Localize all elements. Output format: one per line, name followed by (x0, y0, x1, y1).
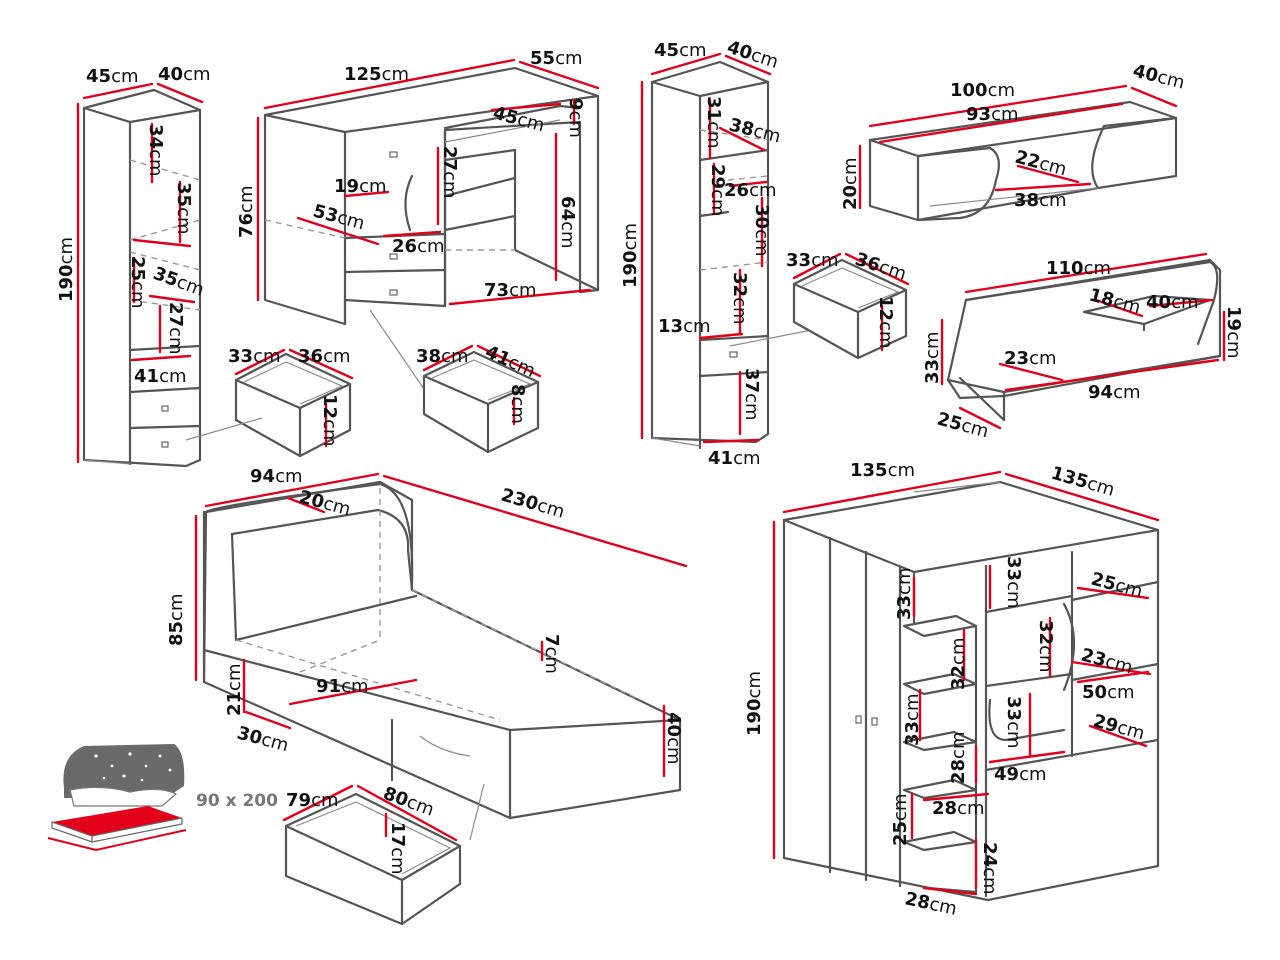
wardrobe-shelf-c3-label: 50cm (1082, 682, 1135, 703)
desk-niche-shelf-label: 26cm (392, 236, 445, 257)
drawer-1 (185, 348, 354, 458)
bookcase-2-shelf-2-label: 29cm (707, 164, 728, 217)
wardrobe-shelf-a7-label: 24cm (979, 842, 1000, 895)
wardrobe-shelf-b2-label: 32cm (1035, 620, 1056, 673)
bed-base-height-label: 21cm (224, 664, 245, 717)
wall-shelf-1-bottom-width-label: 38cm (1014, 190, 1067, 211)
bookcase-tall-depth-label: 40cm (158, 64, 211, 85)
desk-niche-height-label: 27cm (439, 146, 460, 199)
wardrobe-shelf-c4-label: 29cm (1091, 711, 1147, 745)
wardrobe-shelf-a8-label: 28cm (903, 888, 959, 919)
wall-shelf-2-side-height-label: 19cm (1223, 306, 1244, 359)
bed-inner-width-label: 91cm (316, 676, 369, 697)
wardrobe-shelf-c1-label: 25cm (1089, 569, 1145, 603)
wall-shelf-2-shelf-width-label: 94cm (1088, 382, 1141, 403)
drawer-4-width-label: 79cm (286, 790, 339, 811)
drawer-1-depth-label: 36cm (298, 346, 351, 367)
wall-shelf-2-height-label: 33cm (922, 332, 943, 385)
desk-knee-width-label: 73cm (484, 280, 537, 301)
corner-wardrobe (772, 470, 1160, 902)
wardrobe-shelf-c2-label: 23cm (1079, 645, 1135, 679)
wardrobe-shelf-a5-label: 28cm (932, 798, 985, 819)
bed-side-height-label: 40cm (663, 712, 684, 765)
wall-shelf-2-small-shelf-width-label: 40cm (1146, 292, 1199, 313)
wardrobe-shelf-a4-label: 28cm (948, 732, 969, 785)
bookcase-2-shelf-4-label: 32cm (729, 272, 750, 325)
drawer-2-width-label: 38cm (416, 346, 469, 367)
drawer-3-width-label: 33cm (786, 250, 839, 271)
wardrobe-shelf-a6-label: 25cm (890, 794, 911, 847)
bed-width-label: 94cm (250, 466, 303, 487)
dimension-labels: 45cm 40cm 190cm 34cm 35cm 25cm 35cm 27cm… (56, 37, 1244, 920)
bed-base-depth-label: 30cm (235, 723, 291, 757)
desk-top-shelf-height-label: 9cm (565, 98, 586, 138)
desk-niche-width-label: 19cm (334, 176, 387, 197)
drawer-3-height-label: 12cm (875, 296, 896, 349)
wall-shelf-1-depth-label: 40cm (1131, 60, 1187, 93)
wardrobe-shelf-a2-label: 32cm (948, 638, 969, 691)
bookcase-2-width-label: 45cm (654, 40, 707, 61)
bookcase-tall-shelf-4-label: 27cm (165, 302, 186, 355)
wall-shelf-2-depth-label: 25cm (935, 409, 991, 443)
bed-height-label: 85cm (166, 594, 187, 647)
bookcase-tall-width-label: 45cm (86, 66, 139, 87)
wardrobe-shelf-b3-label: 33cm (1003, 696, 1024, 749)
bookcase-2-height-label: 190cm (620, 223, 641, 288)
wall-shelf-2 (940, 252, 1226, 430)
desk-width-label: 125cm (344, 64, 409, 85)
wardrobe-width-left-label: 135cm (850, 460, 915, 481)
drawer-1-height-label: 12cm (319, 394, 340, 447)
drawer-4 (282, 784, 462, 926)
bookcase-tall (76, 82, 204, 468)
bookcase-2-bottom-label: 37cm (741, 368, 762, 421)
bookcase-tall-height-label: 190cm (56, 237, 77, 302)
drawer-4-height-label: 17cm (387, 822, 408, 875)
bookcase-2-shelf-1-label: 31cm (703, 96, 724, 149)
desk-leg-height-label: 64cm (557, 196, 578, 249)
bookcase-tall-shelf-3-label: 25cm (127, 256, 148, 309)
wardrobe-shelf-a1-label: 33cm (894, 568, 915, 621)
bookcase-2-shelf-3-label: 30cm (751, 204, 772, 257)
wardrobe-width-right-label: 135cm (1049, 463, 1117, 501)
wardrobe-shelf-b4-label: 49cm (994, 764, 1047, 785)
bookcase-tall-shelf-1-label: 34cm (145, 124, 166, 177)
wall-shelf-2-shelf-depth-label: 23cm (1004, 348, 1057, 369)
wall-shelf-2-width-label: 110cm (1046, 258, 1111, 279)
desk-depth-label: 55cm (530, 48, 583, 69)
drawer-2 (422, 344, 542, 454)
drawer-1-width-label: 33cm (228, 346, 281, 367)
drawer-3 (792, 252, 910, 360)
wardrobe-shelf-b1-label: 33cm (1003, 556, 1024, 609)
bed (194, 472, 688, 841)
wardrobe-shelf-a3-label: 33cm (902, 694, 923, 747)
desk (256, 58, 600, 393)
wall-shelf-1-height-label: 20cm (840, 158, 861, 211)
wall-shelf-1 (858, 84, 1178, 222)
drawer-2-height-label: 8cm (507, 384, 528, 424)
wall-shelf-1-inner-width-label: 93cm (966, 104, 1019, 125)
bed-length-label: 230cm (499, 485, 567, 523)
bed-rail-label: 7cm (541, 634, 562, 674)
bookcase-2-inner-width-label: 41cm (708, 448, 761, 469)
bookcase-2-shelf-width-label: 26cm (724, 180, 777, 201)
wall-shelf-1-width-label: 100cm (950, 80, 1015, 101)
bookcase-tall-shelf-2-label: 35cm (173, 182, 194, 235)
bed-icon (47, 744, 187, 851)
bookcase-2-drawer-front-label: 13cm (658, 316, 711, 337)
desk-height-label: 76cm (236, 186, 257, 239)
wardrobe-height-label: 190cm (744, 671, 765, 736)
bed-size-label: 90 x 200 (196, 791, 278, 811)
bookcase-2 (640, 52, 813, 450)
bookcase-tall-inner-width-label: 41cm (134, 366, 187, 387)
